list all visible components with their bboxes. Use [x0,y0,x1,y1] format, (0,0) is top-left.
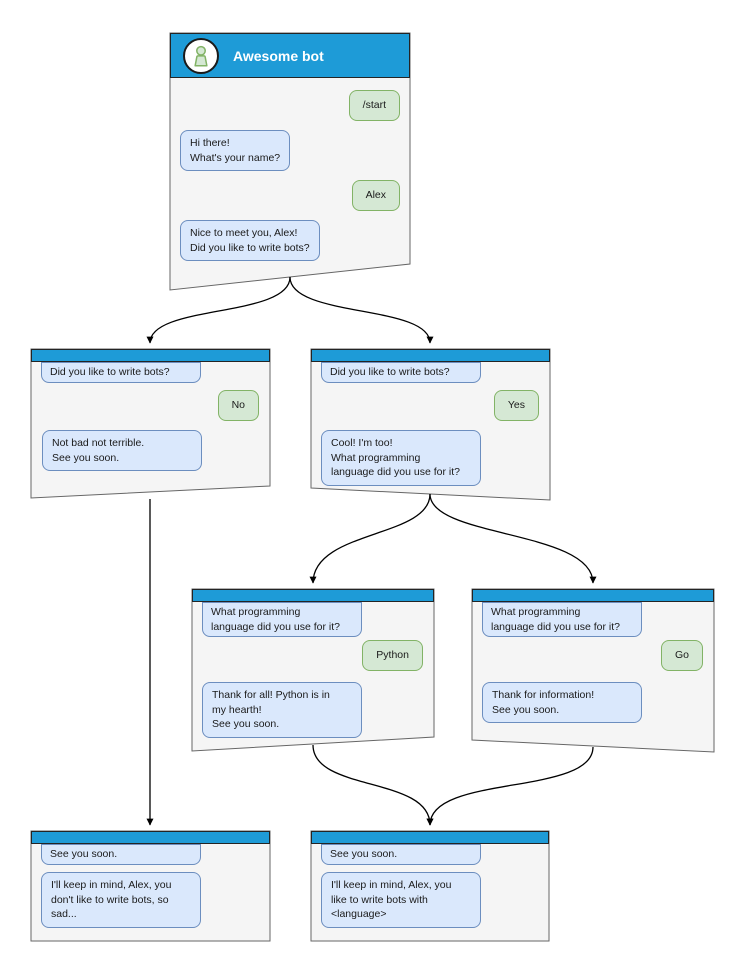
user-message-bubble: /start [348,90,400,121]
chat-header [192,589,434,602]
chat-header [31,831,270,844]
chat-header-main: Awesome bot [170,33,410,78]
user-message-bubble: Go [660,640,703,671]
arrow-yes-to-go [429,493,597,584]
bot-message-bubble: I'll keep in mind, Alex, you don't like … [41,872,201,929]
user-message-bubble: No [217,390,259,421]
user-message-bubble: Yes [493,390,539,421]
arrow-python-to-end [312,744,434,826]
bot-message-bubble: Nice to meet you, Alex! Did you like to … [180,220,320,262]
bot-message-bubble: See you soon. [41,844,201,865]
chat-header [311,831,549,844]
bot-avatar-icon [183,37,219,74]
chat-window-end-yes: See you soon. I'll keep in mind, Alex, y… [311,831,549,941]
chat-window-main: Awesome bot /start Hi there! What's your… [170,33,410,290]
arrow-yes-to-python [309,493,431,584]
bot-message-bubble: Thank for information! See you soon. [482,682,642,724]
chat-window-branch-no: Did you like to write bots? No Not bad n… [31,349,270,498]
chat-window-branch-yes: Did you like to write bots? Yes Cool! I'… [311,349,550,498]
chat-header [311,349,550,362]
bot-message-bubble: Did you like to write bots? [41,362,201,383]
bot-message-bubble: Did you like to write bots? [321,362,481,383]
bot-title: Awesome bot [233,47,324,64]
chat-header [31,349,270,362]
bot-message-bubble: See you soon. [321,844,481,865]
arrow-start-to-no [146,276,291,344]
bot-message-bubble: What programming language did you use fo… [482,602,642,638]
person-icon [194,45,208,67]
bot-message-bubble: Hi there! What's your name? [180,130,291,172]
bot-message-bubble: Cool! I'm too! What programming language… [321,430,481,487]
chat-header [472,589,714,602]
bot-message-bubble: Thank for all! Python is in my hearth! S… [202,682,362,739]
bot-message-bubble: I'll keep in mind, Alex, you like to wri… [321,872,481,929]
chat-window-branch-go: What programming language did you use fo… [472,589,714,749]
bot-message-bubble: What programming language did you use fo… [202,602,362,638]
chat-window-branch-python: What programming language did you use fo… [192,589,434,749]
user-message-bubble: Python [362,640,423,671]
bot-message-bubble: Not bad not terrible. See you soon. [42,430,202,472]
arrow-start-to-yes [289,276,434,344]
user-message-bubble: Alex [351,180,400,211]
arrow-go-to-end [426,746,594,826]
chat-window-end-no: See you soon. I'll keep in mind, Alex, y… [31,831,270,941]
